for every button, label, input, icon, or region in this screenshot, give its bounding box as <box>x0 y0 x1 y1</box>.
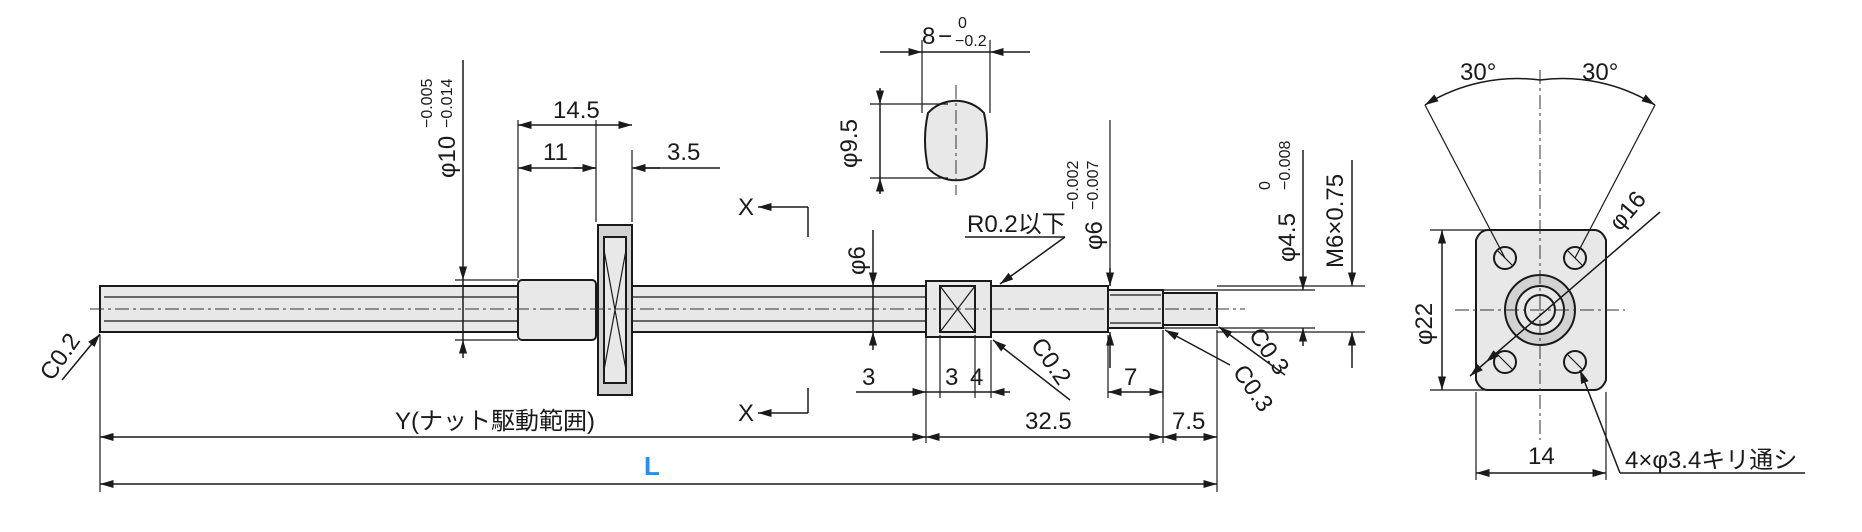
dia-6-label: φ6 <box>844 246 871 275</box>
dia-6-tol-top: −0.002 <box>1065 161 1082 210</box>
extension-lines <box>99 120 1365 492</box>
range-label: Y(ナット駆動範囲) <box>395 408 595 435</box>
section-width-dash: − <box>938 23 952 50</box>
flange-dia-22: φ22 <box>1411 303 1438 345</box>
thread-label: M6×0.75 <box>1322 174 1349 268</box>
shaft-tol-top: −0.005 <box>419 79 436 128</box>
shaft-tol-bottom: −0.014 <box>439 79 456 128</box>
section-view <box>870 40 1030 195</box>
dim-11-label: 11 <box>543 139 568 166</box>
dim-nut-length <box>518 120 720 173</box>
section-marker-top <box>758 202 809 237</box>
dim-14-5-label: 14.5 <box>553 97 600 124</box>
section-width-tol-top: 0 <box>958 15 967 32</box>
chamfer-left-label: C0.2 <box>35 328 86 385</box>
section-marker-bottom <box>758 388 809 418</box>
shaft-dia-label: φ10 <box>434 136 461 178</box>
section-width-tol-bottom: −0.2 <box>955 33 987 50</box>
dim-7-5-label: 7.5 <box>1172 408 1205 435</box>
dim-32-5-label: 32.5 <box>1025 408 1072 435</box>
section-label-bottom: X <box>738 400 754 427</box>
section-label-top: X <box>738 194 754 221</box>
dim-3-b-label: 3 <box>945 364 958 391</box>
dia-4-5-label: φ4.5 <box>1274 213 1301 262</box>
flange-width-14: 14 <box>1528 443 1555 470</box>
dim-7-label: 7 <box>1124 364 1137 391</box>
fillet-leader <box>965 236 1066 285</box>
fillet-note: R0.2以下 <box>967 211 1066 238</box>
dim-4-label: 4 <box>970 364 983 391</box>
flange-angle-right: 30° <box>1582 59 1618 86</box>
flange-hole-note: 4×φ3.4キリ通シ <box>1625 447 1797 474</box>
dim-3-5-label: 3.5 <box>667 139 700 166</box>
flange-view <box>1424 70 1805 480</box>
length-label: L <box>644 451 660 481</box>
flange-dia-16: φ16 <box>1604 186 1652 236</box>
chamfer-c02-b-label: C0.2 <box>1025 333 1076 390</box>
section-dia-label: φ9.5 <box>836 119 863 168</box>
screw-shaft <box>99 279 1218 341</box>
chamfer-leaders <box>61 326 1286 401</box>
flange-angle-left: 30° <box>1460 59 1496 86</box>
dia-4-5-tol-top: 0 <box>1257 181 1274 190</box>
dia-4-5-tol-bottom: −0.008 <box>1277 141 1294 190</box>
ball-nut-flange <box>597 224 633 396</box>
section-width-label: 8 <box>922 23 935 50</box>
dia-6-b-label: φ6 <box>1081 221 1108 250</box>
dia-6-tol-bottom: −0.007 <box>1085 161 1102 210</box>
dim-3-a-label: 3 <box>862 364 875 391</box>
